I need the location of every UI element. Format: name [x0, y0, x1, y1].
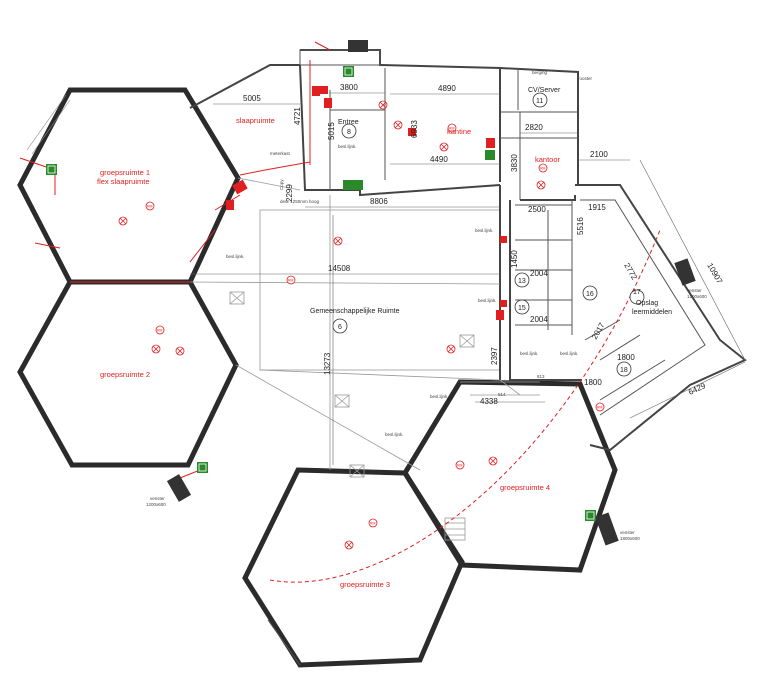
dim-2500: 2500	[528, 205, 546, 214]
dim-2004: 2004	[530, 269, 548, 278]
note-venster-1: venster	[687, 288, 702, 293]
central-block-walls	[189, 49, 747, 471]
stair-grid	[444, 517, 466, 541]
svg-text:RM: RM	[540, 167, 546, 171]
dim-4338: 4338	[480, 397, 498, 406]
label-cv-server: CV/Server	[528, 87, 561, 94]
dim-1915: 1915	[588, 203, 606, 212]
label-groepsruimte-4: groepsruimte 4	[500, 483, 550, 492]
label-groepsruimte-3: groepsruimte 3	[340, 580, 390, 589]
label-room-16: 16	[586, 291, 594, 298]
note-venster-3: venster	[620, 530, 635, 535]
dim-1450: 1450	[510, 250, 519, 268]
dim-2017: 2017	[590, 321, 607, 341]
note-venster-3-size: 1800x600	[620, 536, 640, 541]
dim-10907: 10907	[705, 262, 724, 286]
label-rooster: rooster	[578, 76, 593, 81]
note-besl-5: besl.lijnk.	[560, 351, 579, 356]
dim-2820: 2820	[525, 123, 543, 132]
note-besl-8: besl.lijnk.	[338, 144, 357, 149]
svg-text:RM: RM	[370, 522, 376, 526]
dim-6429: 6429	[687, 381, 707, 397]
label-room-13: 13	[518, 278, 526, 285]
dim-5005: 5005	[243, 94, 261, 103]
svg-text:RM: RM	[157, 329, 163, 333]
nv-markers	[118, 100, 546, 550]
label-groepsruimte-1: groepsruimte 1	[100, 168, 150, 177]
groepsruimte-4-walls	[402, 379, 618, 573]
dim-2100: 2100	[590, 150, 608, 159]
note-besl-2: besl.lijnk.	[475, 228, 494, 233]
evacuation-route-arc	[269, 229, 661, 583]
label-gemeenschappelijke-number: 6	[338, 324, 342, 331]
fire-equipment	[226, 86, 507, 320]
note-venster-2: venster	[150, 496, 165, 501]
dim-3800: 3800	[340, 83, 358, 92]
dim-4721: 4721	[293, 107, 302, 125]
dim-13273: 13273	[323, 352, 332, 375]
vent-grids	[229, 291, 475, 478]
dim-2004b: 2004	[530, 315, 548, 324]
label-slaapruimte: slaapruimte	[236, 116, 275, 125]
svg-text:RM: RM	[449, 127, 455, 131]
label-cv-number: 11	[536, 98, 543, 105]
groepsruimte-3-walls	[242, 467, 465, 668]
dim-5015: 5015	[327, 122, 336, 140]
dim-4490: 4490	[430, 155, 448, 164]
dimension-lines	[190, 92, 746, 465]
groepsruimte-1-walls	[17, 87, 241, 285]
label-entree: Entree	[338, 119, 359, 126]
label-berging: berging	[532, 70, 548, 75]
svg-text:RM: RM	[147, 205, 153, 209]
note-besl-6: besl.lijnk.	[430, 394, 449, 399]
label-room-18: 18	[620, 367, 628, 374]
dim-1800: 1800	[617, 353, 635, 362]
dim-4890: 4890	[438, 84, 456, 93]
label-leermiddelen: leermiddelen	[632, 309, 672, 316]
dim-3830: 3830	[510, 154, 519, 172]
label-flex-slaapruimte: flex slaapruimte	[97, 177, 150, 186]
note-venster-2-size: 1200x600	[146, 502, 166, 507]
label-entree-number: 8	[347, 129, 351, 136]
note-besl-3: besl.lijnk.	[478, 298, 497, 303]
label-groepsruimte-2: groepsruimte 2	[100, 370, 150, 379]
label-kantine: kantine	[447, 127, 471, 136]
room-number-circles	[332, 92, 645, 377]
label-opslag-number: 17	[633, 289, 641, 296]
label-meterkast: meterkast	[270, 151, 291, 156]
label-opslag: Opslag	[636, 300, 658, 307]
window-units	[166, 40, 696, 546]
svg-text:RM: RM	[457, 464, 463, 468]
dim-8806: 8806	[370, 197, 388, 206]
dim-2397: 2397	[490, 347, 499, 365]
note-venster-1-size: 1200x600	[687, 294, 707, 299]
red-route-lines	[19, 41, 611, 521]
dim-2299: 2299	[285, 184, 294, 202]
dim-6933: 6933	[410, 120, 419, 138]
label-copy: Copy	[279, 179, 284, 190]
note-hoog: deur 1250mm hoog	[280, 199, 320, 204]
dim-813: 813	[537, 374, 545, 379]
exit-signs	[46, 66, 596, 521]
note-besl-4: besl.lijnk.	[520, 351, 539, 356]
label-gemeenschappelijke-ruimte: Gemeenschappelijke Ruimte	[310, 308, 400, 315]
dim-14508: 14508	[328, 264, 351, 273]
dim-814: 814	[498, 392, 506, 397]
dim-1800b: 1800	[584, 378, 602, 387]
svg-text:RM: RM	[288, 279, 294, 283]
dim-5516: 5516	[576, 217, 585, 235]
label-kantoor: kantoor	[535, 155, 561, 164]
label-room-15: 15	[518, 305, 526, 312]
dim-2772: 2772	[622, 262, 639, 282]
note-besl-1: besl.lijnk.	[226, 254, 245, 259]
note-besl-7: besl.lijnk.	[385, 432, 404, 437]
svg-text:RM: RM	[597, 406, 603, 410]
